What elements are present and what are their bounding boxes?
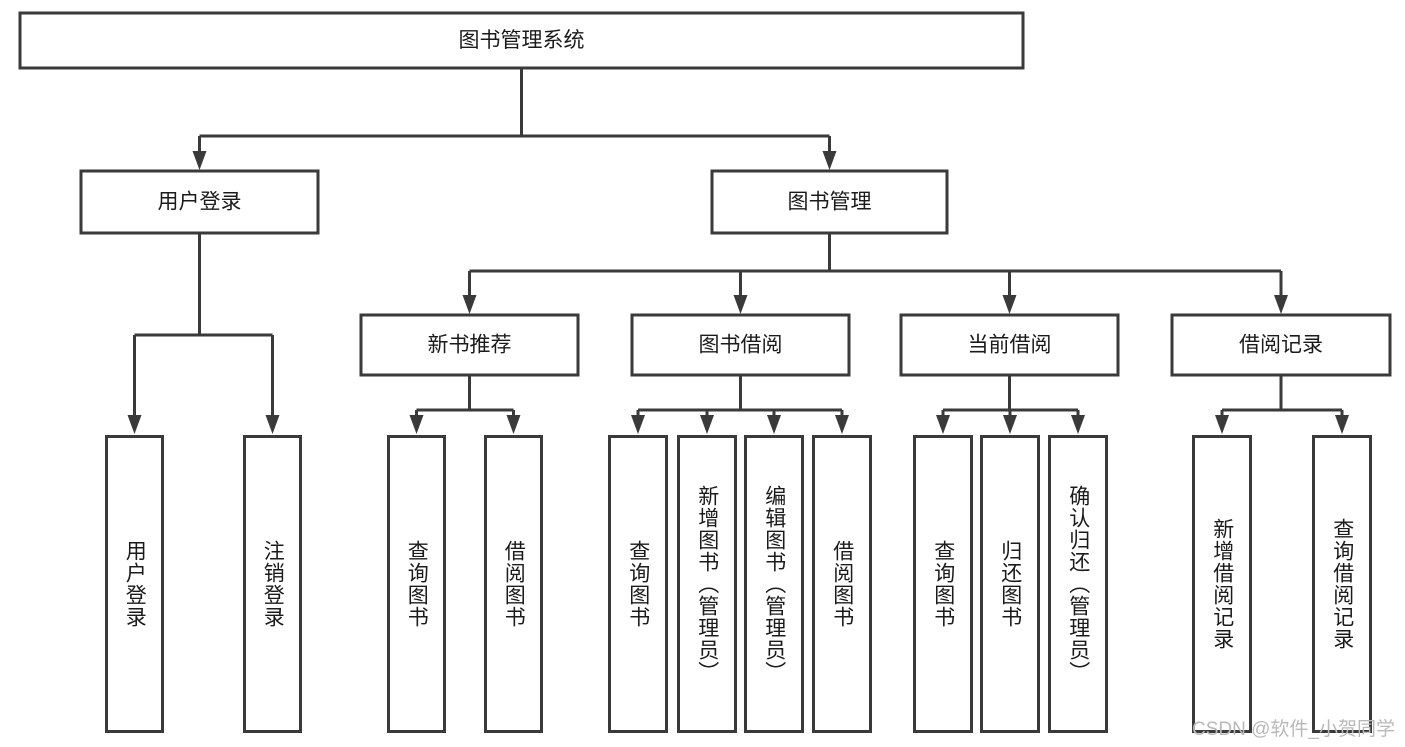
node-level2-0[interactable]: 新书推荐 <box>359 313 580 377</box>
leaf-node-label: 编辑图书（管理员） <box>762 485 786 683</box>
arrow-head <box>265 415 280 434</box>
leaf-node-rect <box>105 435 164 733</box>
leaf-node-rect <box>1048 435 1108 733</box>
leaf-node-rect <box>980 435 1040 733</box>
node-level1-0[interactable]: 用户登录 <box>79 169 320 235</box>
arrow-head <box>1002 295 1017 314</box>
node-rect <box>79 169 320 235</box>
leaf-node-label: 注销登录 <box>261 540 285 628</box>
node-label: 图书管理 <box>788 191 872 214</box>
arrow-head <box>1274 295 1288 314</box>
leaf-node-rect <box>677 435 737 733</box>
leaf-node-label: 新增借阅记录 <box>1210 518 1234 650</box>
leaf-node-rect <box>484 435 543 733</box>
node-rect <box>710 169 949 235</box>
node-label: 新书推荐 <box>428 334 512 357</box>
node-root[interactable]: 图书管理系统 <box>18 11 1025 70</box>
leaf-node-rect <box>744 435 804 733</box>
leaf-node[interactable]: 编辑图书（管理员） <box>744 435 804 733</box>
node-label: 用户登录 <box>158 191 242 214</box>
leaf-node[interactable]: 查询图书 <box>913 435 973 733</box>
node-level2-3[interactable]: 借阅记录 <box>1170 313 1392 377</box>
arrow-head <box>835 415 849 434</box>
leaf-node-label: 查询借阅记录 <box>1330 518 1354 650</box>
leaf-node[interactable]: 查询图书 <box>387 435 446 733</box>
node-rect <box>18 11 1025 70</box>
arrow-head <box>1335 415 1349 434</box>
leaf-node[interactable]: 查询图书 <box>608 435 668 733</box>
leaf-node[interactable]: 借阅图书 <box>484 435 543 733</box>
node-level1-1[interactable]: 图书管理 <box>710 169 949 235</box>
leaf-node-label: 查询图书 <box>405 540 429 628</box>
leaf-node[interactable]: 借阅图书 <box>812 435 872 733</box>
leaf-node-label: 用户登录 <box>123 540 147 628</box>
leaf-node[interactable]: 查询借阅记录 <box>1312 435 1372 733</box>
leaf-node-rect <box>387 435 446 733</box>
leaf-node-label: 查询图书 <box>626 540 650 628</box>
arrow-head <box>936 415 950 434</box>
arrow-head <box>1003 415 1017 434</box>
arrow-head <box>700 415 714 434</box>
arrow-head <box>1071 415 1085 434</box>
leaf-node-label: 查询图书 <box>931 540 955 628</box>
arrow-head <box>127 415 142 434</box>
leaf-node-rect <box>1192 435 1252 733</box>
node-label: 图书借阅 <box>699 334 783 357</box>
leaf-node[interactable]: 新增借阅记录 <box>1192 435 1252 733</box>
leaf-node[interactable]: 确认归还（管理员） <box>1048 435 1108 733</box>
leaf-node-label: 新增图书（管理员） <box>695 485 719 683</box>
node-rect <box>359 313 580 377</box>
node-level2-2[interactable]: 当前借阅 <box>899 313 1120 377</box>
node-label: 借阅记录 <box>1239 334 1323 357</box>
leaf-node-label: 借阅图书 <box>830 540 854 628</box>
leaf-node[interactable]: 归还图书 <box>980 435 1040 733</box>
arrow-head <box>506 415 521 434</box>
leaf-node[interactable]: 用户登录 <box>105 435 164 733</box>
node-label: 图书管理系统 <box>459 29 585 52</box>
leaf-node-rect <box>608 435 668 733</box>
arrow-head <box>767 415 781 434</box>
arrow-head <box>409 415 424 434</box>
leaf-node-label: 借阅图书 <box>502 540 526 628</box>
connectors-layer <box>127 68 1349 434</box>
leaf-node-rect <box>812 435 872 733</box>
arrow-head <box>1215 415 1229 434</box>
arrow-head <box>631 415 645 434</box>
node-label: 当前借阅 <box>968 334 1052 357</box>
arrow-head <box>462 295 477 314</box>
leaf-node-rect <box>913 435 973 733</box>
leaf-node[interactable]: 新增图书（管理员） <box>677 435 737 733</box>
leaf-node[interactable]: 注销登录 <box>243 435 302 733</box>
node-level2-1[interactable]: 图书借阅 <box>630 313 851 377</box>
arrow-head <box>192 151 207 170</box>
leaf-node-rect <box>1312 435 1372 733</box>
node-rect <box>630 313 851 377</box>
node-rect <box>1170 313 1392 377</box>
leaf-node-label: 确认归还（管理员） <box>1066 485 1090 683</box>
arrow-head <box>822 151 837 170</box>
node-rect <box>899 313 1120 377</box>
leaf-node-rect <box>243 435 302 733</box>
leaf-node-label: 归还图书 <box>998 540 1022 628</box>
arrow-head <box>733 295 748 314</box>
